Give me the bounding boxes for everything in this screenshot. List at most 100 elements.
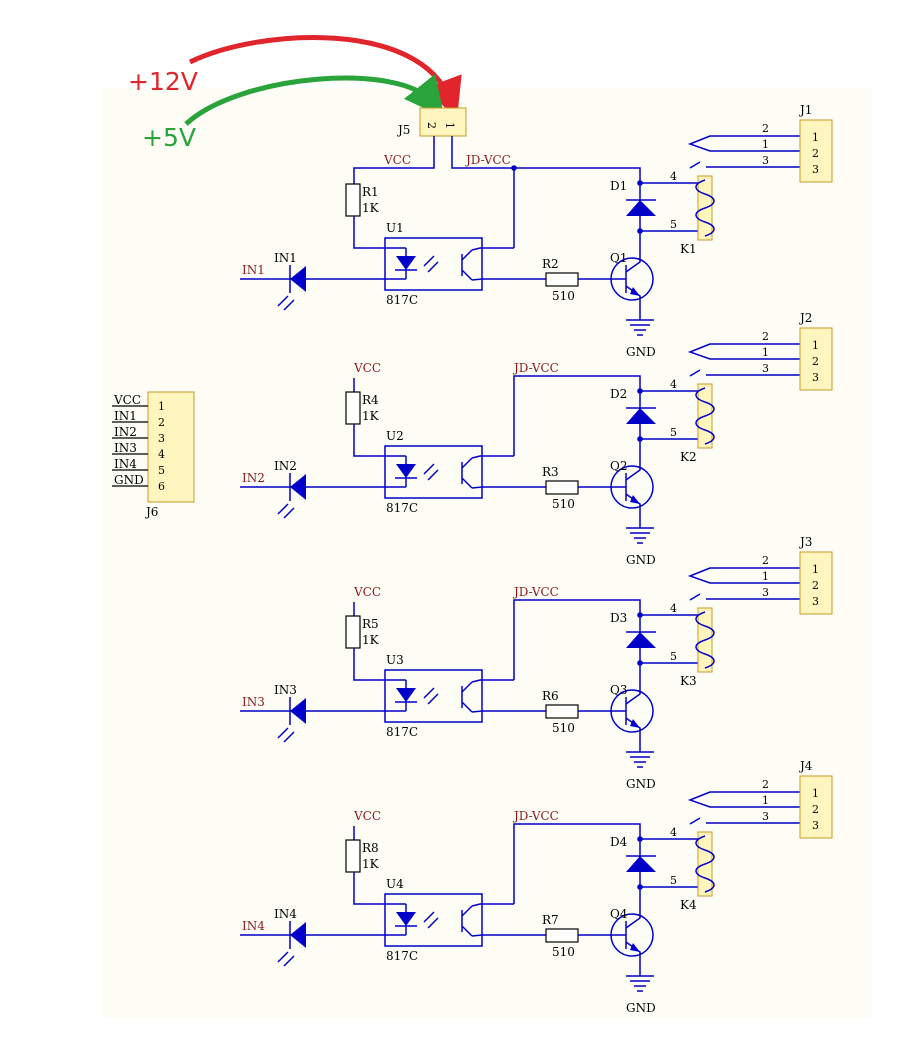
opto-ref: U1 — [386, 221, 404, 235]
relay-contacts: 2 1 3 — [687, 554, 800, 601]
coil-pin-5: 5 — [670, 426, 677, 439]
arrow-5v — [184, 73, 445, 126]
supply-rails-lower: VCC JD-VCC VCC JD-VCC VCC JD-VCC — [353, 361, 641, 904]
input-led: IN3 — [274, 683, 306, 743]
terminal-ref: J4 — [798, 759, 813, 773]
pullup-resistor — [345, 391, 361, 425]
j6-net-in3: IN3 — [114, 441, 137, 455]
relay-channel-2: R4 1K U2 817C IN2 IN2 — [240, 311, 833, 567]
coil-pin-4: 4 — [670, 826, 677, 839]
terminal-pin-1: 1 — [812, 131, 819, 144]
pullup-ref: R8 — [362, 841, 379, 855]
contact-pin-2: 2 — [762, 330, 769, 343]
optocoupler: U2 817C — [384, 429, 514, 515]
terminal-pin-1: 1 — [812, 787, 819, 800]
transistor-ref: Q1 — [610, 251, 627, 265]
base-resistor-value: 510 — [552, 497, 575, 511]
relay-contacts: 2 1 3 — [687, 122, 800, 169]
j6-pin-3: 3 — [158, 432, 165, 445]
ground-symbol: GND — [626, 319, 656, 359]
relay-coil: 4 5 K1 — [640, 170, 715, 256]
flyback-diode: D2 — [610, 387, 656, 450]
base-resistor-ref: R3 — [542, 465, 559, 479]
label-5v: +5V — [142, 123, 196, 152]
relay-ref: K4 — [680, 898, 697, 912]
terminal-pin-3: 3 — [812, 163, 819, 176]
transistor-ref: Q4 — [610, 907, 628, 921]
ch3-vcc-label: VCC — [353, 585, 381, 599]
arrow-12v — [188, 35, 462, 119]
contact-pin-1: 1 — [762, 570, 769, 583]
contact-pin-2: 2 — [762, 122, 769, 135]
opto-part: 817C — [386, 949, 418, 963]
opto-ref: U3 — [386, 653, 404, 667]
terminal-ref: J3 — [798, 535, 812, 549]
optocoupler: U1 817C — [384, 221, 514, 307]
input-led-ref: IN2 — [274, 459, 297, 473]
pullup-value: 1K — [362, 201, 380, 215]
input-led-ref: IN1 — [274, 251, 297, 265]
output-terminal: 1 2 3 J2 — [798, 311, 833, 391]
j6-net-in1: IN1 — [114, 409, 137, 423]
label-12v: +12V — [128, 67, 198, 96]
ch1-jdvcc-label: JD-VCC — [464, 153, 511, 167]
j6-pin-5: 5 — [158, 464, 165, 477]
input-net-label: IN2 — [242, 471, 265, 485]
output-terminal: 1 2 3 J1 — [798, 103, 833, 183]
base-resistor — [545, 928, 579, 943]
contact-pin-3: 3 — [762, 362, 769, 375]
pullup-ref: R1 — [362, 185, 379, 199]
coil-pin-5: 5 — [670, 218, 677, 231]
j5-ref: J5 — [396, 123, 410, 137]
base-resistor — [545, 480, 579, 495]
base-resistor-ref: R2 — [542, 257, 559, 271]
base-resistor-value: 510 — [552, 721, 575, 735]
input-header-j6: VCC IN1 IN2 IN3 IN4 GND 1 2 3 4 5 6 J6 — [112, 391, 195, 519]
contact-pin-3: 3 — [762, 586, 769, 599]
relay-coil: 4 5 K2 — [640, 378, 715, 464]
ground-symbol: GND — [626, 527, 656, 567]
ch3-jdvcc-label: JD-VCC — [512, 585, 559, 599]
npn-transistor: Q4 — [610, 898, 654, 976]
ground-symbol: GND — [626, 975, 656, 1015]
ground-label: GND — [626, 777, 656, 791]
input-led-ref: IN4 — [274, 907, 297, 921]
npn-transistor: Q1 — [610, 242, 654, 320]
input-led: IN2 — [274, 459, 306, 519]
flyback-diode: D3 — [610, 611, 656, 674]
relay-ref: K1 — [680, 242, 697, 256]
opto-part: 817C — [386, 501, 418, 515]
terminal-pin-2: 2 — [812, 803, 819, 816]
terminal-pin-2: 2 — [812, 355, 819, 368]
ch1-vcc-label: VCC — [383, 153, 411, 167]
input-led: IN4 — [274, 907, 306, 967]
contact-pin-1: 1 — [762, 794, 769, 807]
coil-pin-5: 5 — [670, 874, 677, 887]
relay-channel-4: R8 1K U4 817C IN4 IN4 — [240, 759, 833, 1015]
opto-ref: U4 — [386, 877, 404, 891]
relay-channel-3: R5 1K U3 817C IN3 IN3 — [240, 535, 833, 791]
j6-net-in2: IN2 — [114, 425, 137, 439]
contact-pin-3: 3 — [762, 810, 769, 823]
diode-ref: D3 — [610, 611, 627, 625]
j5-pin-2: 2 — [425, 122, 438, 129]
ch4-jdvcc-label: JD-VCC — [512, 809, 559, 823]
npn-transistor: Q2 — [610, 450, 654, 528]
coil-pin-5: 5 — [670, 650, 677, 663]
transistor-ref: Q3 — [610, 683, 627, 697]
pullup-resistor — [345, 615, 361, 649]
coil-pin-4: 4 — [670, 170, 677, 183]
optocoupler: U4 817C — [384, 877, 514, 963]
ground-symbol: GND — [626, 751, 656, 791]
pullup-ref: R5 — [362, 617, 379, 631]
contact-pin-1: 1 — [762, 138, 769, 151]
opto-part: 817C — [386, 725, 418, 739]
supply-connector-j5: 2 1 J5 — [396, 107, 467, 137]
relay-ref: K3 — [680, 674, 697, 688]
j6-pin-1: 1 — [158, 400, 165, 413]
base-resistor-ref: R6 — [542, 689, 559, 703]
ground-label: GND — [626, 1001, 656, 1015]
j6-net-in4: IN4 — [114, 457, 137, 471]
relay-contacts: 2 1 3 — [687, 778, 800, 825]
opto-ref: U2 — [386, 429, 404, 443]
